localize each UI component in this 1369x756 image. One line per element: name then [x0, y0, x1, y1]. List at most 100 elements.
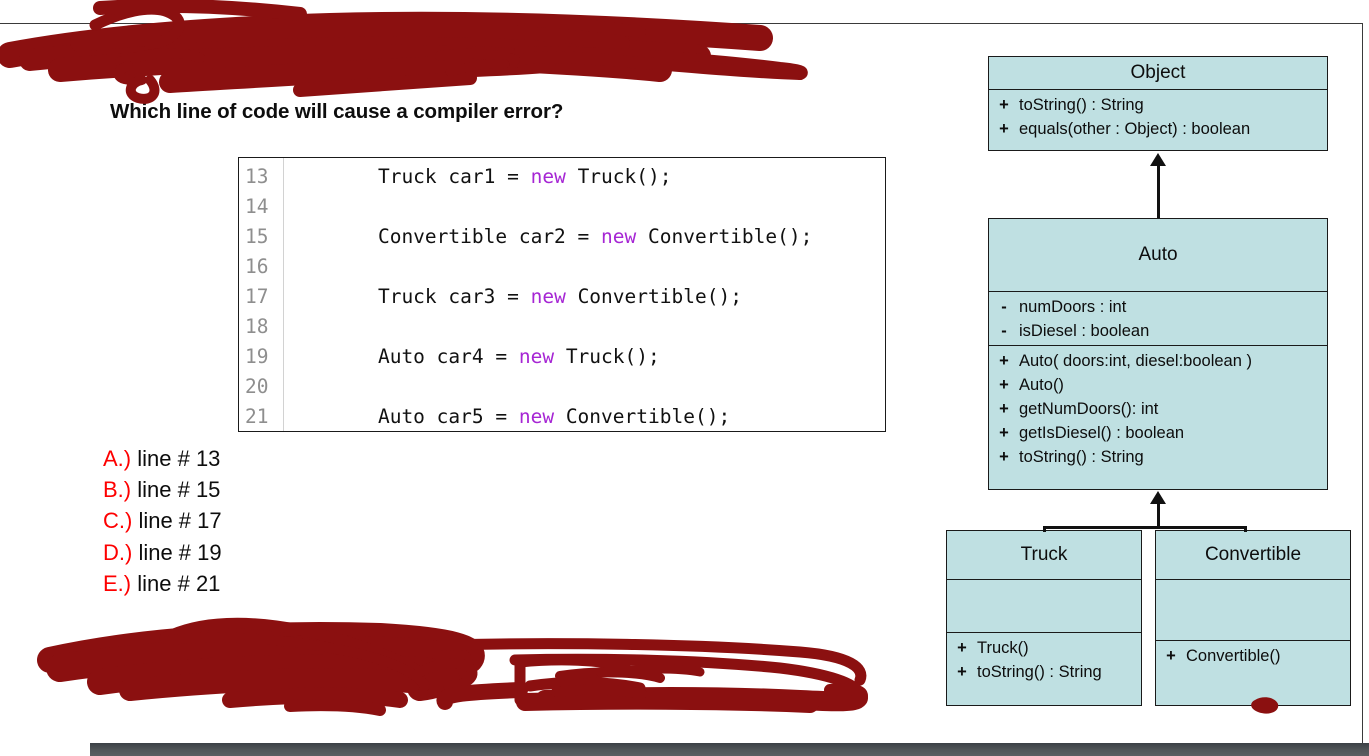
- uml-method: +getNumDoors(): int: [989, 397, 1327, 421]
- uml-attribute-compartment-auto: -numDoors : int-isDiesel : boolean: [989, 292, 1327, 345]
- uml-visibility-marker: +: [999, 96, 1009, 114]
- code-block: 13 Truck car1 = new Truck(); 14 15 Convert…: [238, 157, 886, 432]
- uml-member-signature: toString() : String: [977, 663, 1102, 681]
- uml-attribute: -isDiesel : boolean: [989, 319, 1327, 343]
- code-line-number: 19: [245, 345, 269, 368]
- uml-method: +Convertible(): [1156, 644, 1350, 668]
- uml-visibility-marker: +: [957, 663, 967, 681]
- uml-divider: [989, 345, 1327, 346]
- code-lines: 13 Truck car1 = new Truck(); 14 15 Convert…: [239, 162, 885, 431]
- uml-class-convertible: Convertible +Convertible(): [1155, 530, 1351, 706]
- uml-class-name-auto: Auto: [1138, 244, 1178, 265]
- uml-visibility-marker: +: [999, 424, 1009, 442]
- uml-class-name-convertible: Convertible: [1204, 544, 1302, 565]
- code-gutter-divider: [283, 158, 284, 431]
- code-keyword: new: [518, 345, 555, 368]
- uml-method: + equals(other : Object) : boolean: [989, 117, 1327, 141]
- code-line-number: 21: [245, 405, 269, 428]
- uml-method: + getIsDiesel() : boolean: [989, 421, 1327, 445]
- code-line: 13 Truck car1 = new Truck();: [239, 162, 885, 192]
- code-line: 18: [239, 312, 885, 342]
- slide-frame-top-border: [0, 23, 1363, 24]
- uml-visibility-marker: +: [957, 639, 967, 657]
- uml-divider: [1156, 640, 1350, 641]
- uml-method-compartment-truck: + Truck() + toString() : String: [947, 633, 1141, 686]
- code-line: 20: [239, 372, 885, 402]
- code-line-number: 14: [245, 195, 269, 218]
- uml-method: + Auto( doors:int, diesel:boolean ): [989, 349, 1327, 373]
- code-line-number: 13: [245, 165, 269, 188]
- code-line-number: 20: [245, 375, 269, 398]
- uml-member-signature: equals(other : Object) : boolean: [1019, 120, 1251, 138]
- uml-member-signature: toString() : String: [1019, 448, 1144, 466]
- uml-visibility-marker: -: [1001, 298, 1007, 316]
- uml-class-auto: Auto -numDoors : int-isDiesel : boolean …: [988, 218, 1328, 490]
- code-line: 15 Convertible car2 = new Convertible();: [239, 222, 885, 252]
- code-line-number: 17: [245, 285, 269, 308]
- uml-method: + Auto(): [989, 373, 1327, 397]
- answer-choice-text: line # 13: [131, 446, 221, 471]
- answer-choice-text: line # 21: [131, 570, 221, 596]
- uml-visibility-marker: +: [999, 120, 1009, 138]
- answer-choice-letter: A.): [103, 446, 132, 471]
- answer-choice-d[interactable]: D.) line # 19: [103, 537, 222, 568]
- uml-class-truck: Truck +Truck()+toString() : String: [946, 530, 1142, 706]
- uml-method: + toString() : String: [989, 445, 1327, 469]
- answer-choice-letter: E.): [103, 570, 132, 596]
- inheritance-arrow-auto-object: [1150, 153, 1166, 166]
- uml-attribute-compartment-convertible: [1156, 580, 1350, 640]
- uml-divider: [1156, 579, 1350, 580]
- uml-class-name-object: Object: [1130, 62, 1186, 83]
- answer-choice-letter: C.): [103, 508, 133, 534]
- uml-member-signature: Truck(): [977, 639, 1029, 657]
- inheritance-line-horizontal: [1043, 526, 1246, 529]
- code-keyword: new: [601, 225, 637, 248]
- answer-choice-e[interactable]: E.) line # 21: [103, 568, 222, 599]
- code-line: 17 Truck car3 = new Convertible();: [239, 282, 885, 312]
- code-keyword: new: [530, 285, 566, 308]
- inheritance-arrow-subclasses-auto: [1150, 491, 1166, 504]
- uml-method-compartment-convertible: +Convertible(): [1156, 641, 1350, 670]
- uml-method: + Truck(): [947, 636, 1141, 660]
- uml-method-compartment-object: +toString() : String+equals(other : Obje…: [989, 90, 1327, 143]
- code-line-number: 18: [245, 315, 269, 338]
- uml-member-signature: getIsDiesel() : boolean: [1019, 424, 1185, 442]
- code-line: 16: [239, 252, 885, 282]
- uml-member-signature: isDiesel : boolean: [1019, 322, 1150, 340]
- uml-visibility-marker: +: [999, 376, 1009, 394]
- code-line-text: Convertible car2 = new Convertible();: [331, 225, 813, 248]
- code-line-text: Truck car3 = new Convertible();: [331, 285, 742, 308]
- uml-attribute: -numDoors : int: [989, 295, 1327, 319]
- uml-visibility-marker: +: [1166, 647, 1176, 665]
- answer-choice-a[interactable]: A.) line # 13: [103, 443, 222, 474]
- slide-frame-right-border: [1362, 23, 1363, 743]
- answer-choice-text: line # 17: [132, 508, 222, 534]
- code-line: 21 Auto car5 = new Convertible();: [239, 402, 885, 431]
- inheritance-line-convertible-drop: [1244, 526, 1247, 532]
- inheritance-line-subclasses-riser: [1157, 503, 1160, 528]
- code-line: 19 Auto car4 = new Truck();: [239, 342, 885, 372]
- uml-class-diagram: Object +toString() : String+equals(other…: [930, 40, 1360, 720]
- presentation-footer-bar: [90, 743, 1369, 756]
- uml-divider: [989, 89, 1327, 90]
- uml-member-signature: getNumDoors(): int: [1019, 400, 1159, 418]
- code-line-number: 16: [245, 255, 269, 278]
- page-title: Which line of code will cause a compiler…: [110, 100, 564, 123]
- uml-divider: [989, 291, 1327, 292]
- uml-member-signature: Auto( doors:int, diesel:boolean ): [1019, 352, 1252, 370]
- uml-visibility-marker: +: [999, 352, 1009, 370]
- answer-choice-text: line # 15: [131, 477, 221, 503]
- uml-visibility-marker: +: [999, 448, 1009, 466]
- uml-attribute-compartment-truck: [947, 580, 1141, 632]
- answer-choice-text: line # 19: [132, 539, 222, 565]
- code-keyword: new: [530, 165, 566, 188]
- uml-member-signature: Auto(): [1019, 376, 1064, 394]
- uml-visibility-marker: -: [1001, 322, 1007, 340]
- code-line-text: Truck car1 = new Truck();: [331, 165, 672, 188]
- inheritance-line-auto-object: [1157, 165, 1160, 218]
- code-line: 14: [239, 192, 885, 222]
- code-line-text: Auto car5 = new Convertible();: [331, 405, 731, 428]
- answer-choice-c[interactable]: C.) line # 17: [103, 505, 222, 536]
- answer-choice-b[interactable]: B.) line # 15: [103, 474, 222, 505]
